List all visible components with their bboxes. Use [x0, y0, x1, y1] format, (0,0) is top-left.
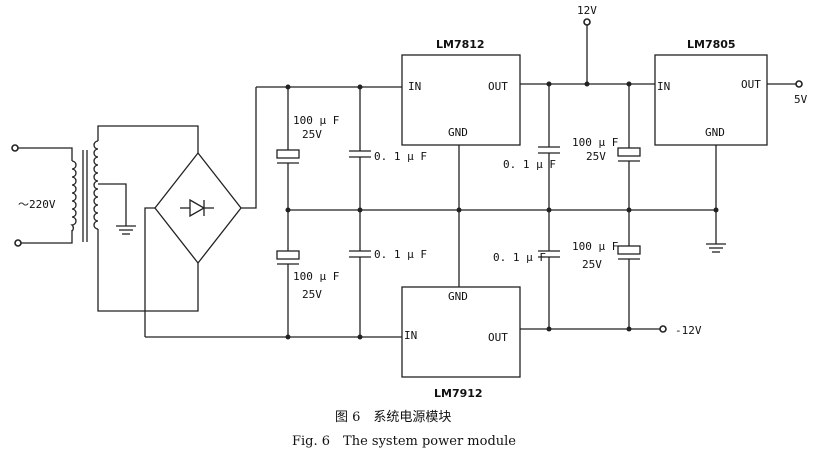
cap-c2: 0. 1 μ F	[349, 87, 427, 210]
junction-dots	[285, 81, 719, 340]
ac-input: ～220V	[11, 144, 73, 247]
cap-c4: 0. 1 μ F	[349, 210, 427, 337]
ac-input-label: ～220V	[18, 198, 56, 211]
svg-text:100 μ F: 100 μ F	[572, 240, 618, 253]
svg-text:25V: 25V	[586, 150, 606, 163]
lm7812-label: LM7812	[436, 38, 485, 51]
cap-c7: 0. 1 μ F	[493, 210, 560, 329]
plus12-terminal	[583, 18, 591, 26]
svg-text:25V: 25V	[302, 288, 322, 301]
svg-text:100 μ F: 100 μ F	[572, 136, 618, 149]
svg-text:100 μ F: 100 μ F	[293, 270, 339, 283]
plus5-label: 5V	[794, 93, 808, 106]
regulator-lm7805: LM7805 IN OUT GND	[654, 38, 768, 146]
svg-text:0. 1 μ F: 0. 1 μ F	[374, 150, 427, 163]
svg-text:100 μ F: 100 μ F	[293, 114, 339, 127]
diode-icon	[189, 198, 206, 218]
svg-text:IN: IN	[404, 329, 417, 342]
ac-input-terminal-top	[11, 144, 19, 152]
svg-text:IN: IN	[657, 80, 670, 93]
svg-text:OUT: OUT	[741, 78, 761, 91]
svg-text:OUT: OUT	[488, 331, 508, 344]
cap-c3: 100 μ F 25V	[276, 210, 339, 337]
cap-c1: 100 μ F 25V	[276, 87, 339, 210]
lm7912-label: LM7912	[434, 387, 483, 400]
svg-text:OUT: OUT	[488, 80, 508, 93]
svg-text:25V: 25V	[302, 128, 322, 141]
ac-input-terminal-bottom	[14, 239, 22, 247]
svg-text:GND: GND	[448, 290, 468, 303]
svg-text:0. 1 μ F: 0. 1 μ F	[493, 251, 546, 264]
caption-chinese: 图 6 系统电源模块	[335, 410, 451, 425]
regulator-lm7812: LM7812 IN OUT GND	[401, 38, 521, 146]
cap-c6: 100 μ F 25V	[572, 84, 641, 210]
svg-text:GND: GND	[705, 126, 725, 139]
caption-english: Fig. 6 The system power module	[292, 434, 516, 449]
svg-text:0. 1 μ F: 0. 1 μ F	[503, 158, 556, 171]
svg-text:0. 1 μ F: 0. 1 μ F	[374, 248, 427, 261]
regulator-lm7912: LM7912 IN OUT GND	[401, 286, 521, 400]
minus12-label: -12V	[675, 324, 702, 337]
lm7805-label: LM7805	[687, 38, 736, 51]
svg-text:IN: IN	[408, 80, 421, 93]
cap-c8: 100 μ F 25V	[572, 210, 641, 329]
minus12-terminal	[659, 325, 667, 333]
plus12-label: 12V	[577, 4, 597, 17]
svg-text:GND: GND	[448, 126, 468, 139]
cap-c5: 0. 1 μ F	[503, 84, 560, 210]
transformer	[70, 125, 199, 312]
plus5-terminal	[795, 80, 803, 88]
svg-text:25V: 25V	[582, 258, 602, 271]
bridge-rectifier	[144, 87, 257, 337]
